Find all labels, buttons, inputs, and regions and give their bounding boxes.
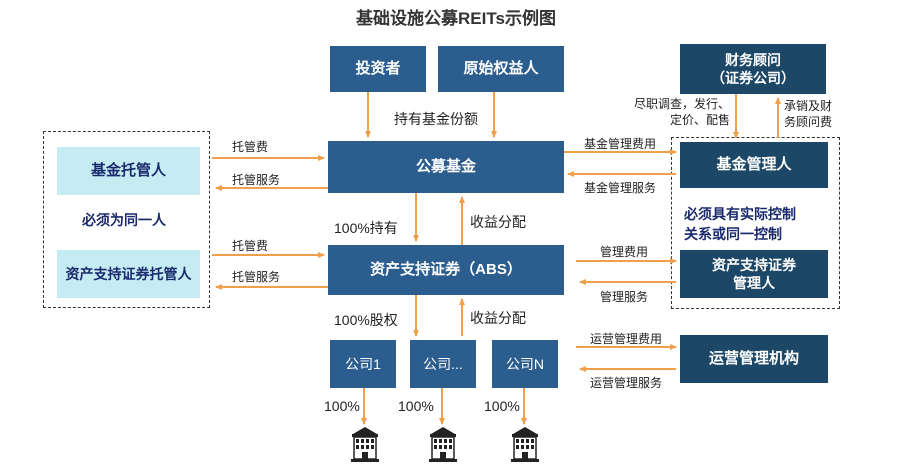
building-icon	[511, 427, 539, 462]
label-custody-fee-1: 托管费	[232, 140, 269, 154]
label-custody-fee-2: 托管费	[232, 239, 269, 253]
label-income-dist-2: 收益分配	[470, 310, 526, 326]
operator-box: 运营管理机构	[680, 335, 828, 383]
investor-box: 投资者	[330, 46, 426, 92]
same-person-note: 必须为同一人	[82, 212, 166, 228]
control-note: 必须具有实际控制 关系或同一控制	[684, 206, 796, 242]
custodian-group	[43, 131, 210, 308]
label-due-diligence: 尽职调查，发行、 定价、配售	[633, 97, 730, 127]
label-fund-mgmt-fee: 基金管理费用	[584, 137, 657, 151]
label-mgmt-service: 管理服务	[600, 290, 649, 304]
label-ops-mgmt-service: 运营管理服务	[590, 376, 663, 390]
label-ops-mgmt-fee: 运营管理费用	[590, 332, 663, 346]
fund-manager-box: 基金管理人	[680, 142, 828, 188]
public-fund-box: 公募基金	[328, 141, 564, 193]
diagram-title: 基础设施公募REITs示例图	[356, 9, 556, 28]
label-custody-service-1: 托管服务	[232, 173, 281, 187]
original-owner-box: 原始权益人	[438, 46, 564, 92]
abs-box: 资产支持证券（ABS）	[328, 245, 564, 295]
fund-custodian-box: 基金托管人	[57, 147, 200, 195]
abs-manager-box: 资产支持证券 管理人	[680, 250, 828, 298]
abs-custodian-box: 资产支持证券托管人	[57, 250, 200, 298]
label-pct-3: 100%	[484, 398, 520, 414]
label-pct-2: 100%	[398, 398, 434, 414]
building-icon	[429, 427, 457, 462]
label-fund-mgmt-service: 基金管理服务	[584, 181, 657, 195]
company-n-box: 公司N	[492, 340, 558, 388]
financial-advisor-box: 财务顾问 （证券公司）	[680, 44, 826, 94]
manager-group	[671, 137, 840, 309]
company-etc-box: 公司...	[410, 340, 476, 388]
label-underwriting-fee: 承销及财 务顾问费	[784, 99, 833, 129]
company-1-box: 公司1	[330, 340, 396, 388]
label-hold-100: 100%持有	[334, 220, 398, 236]
building-icon	[351, 427, 379, 462]
label-pct-1: 100%	[324, 398, 360, 414]
label-equity-100: 100%股权	[334, 312, 398, 328]
label-income-dist-1: 收益分配	[470, 214, 526, 230]
label-hold-fund-share: 持有基金份额	[394, 111, 478, 127]
label-custody-service-2: 托管服务	[232, 270, 281, 284]
label-mgmt-fee: 管理费用	[600, 245, 649, 259]
